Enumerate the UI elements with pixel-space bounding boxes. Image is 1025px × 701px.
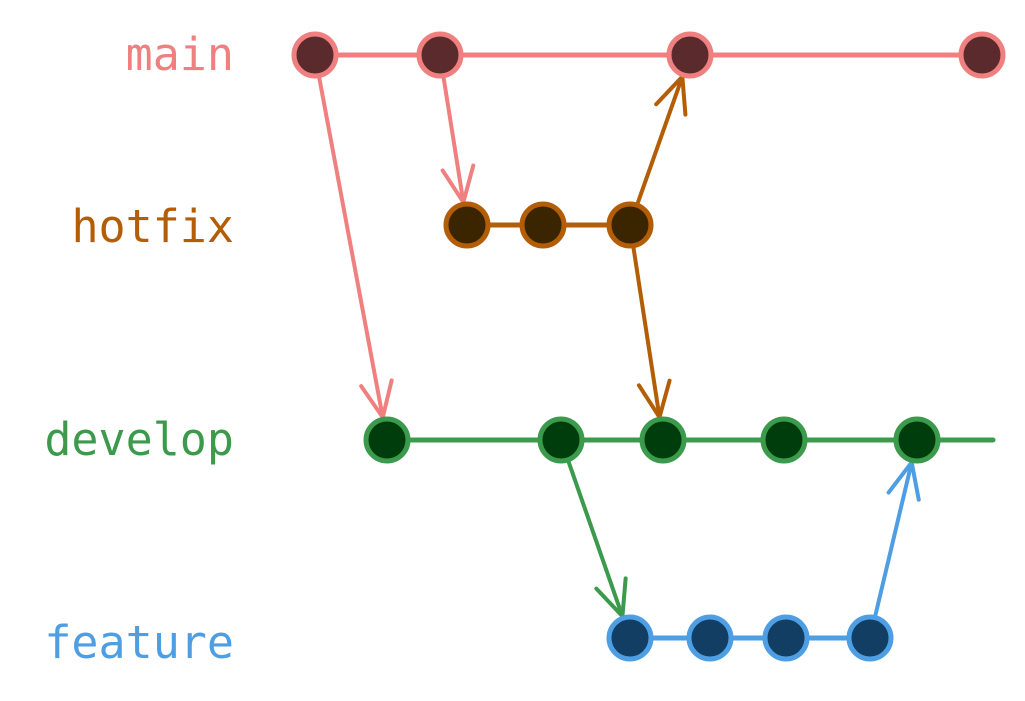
arrow-shaft xyxy=(565,457,625,619)
arrowhead xyxy=(380,378,394,420)
arrowhead xyxy=(909,460,921,502)
arrow-shaft xyxy=(631,243,662,420)
commit-nodes xyxy=(291,31,1006,662)
arrow-develop-to-feature xyxy=(565,457,628,619)
arrow-shaft xyxy=(316,73,385,420)
arrow-shaft xyxy=(872,460,914,620)
commit-node-main-3 xyxy=(666,31,714,79)
commit-node-develop-4 xyxy=(760,416,808,464)
branch-label-hotfix: hotfix xyxy=(71,200,234,253)
commit-node-hotfix-1 xyxy=(443,201,491,249)
commit-node-main-4 xyxy=(958,31,1006,79)
merge-arrows xyxy=(316,73,921,620)
commit-node-hotfix-3 xyxy=(606,201,654,249)
commit-node-feature-1 xyxy=(606,614,654,662)
branch-label-feature: feature xyxy=(44,616,234,669)
commit-node-feature-4 xyxy=(846,614,894,662)
arrowhead xyxy=(594,586,625,619)
arrow-hotfix-to-develop xyxy=(631,243,672,420)
arrowhead xyxy=(654,74,685,107)
commit-node-develop-1 xyxy=(363,416,411,464)
commit-node-develop-2 xyxy=(537,416,585,464)
commit-node-feature-2 xyxy=(686,614,734,662)
arrow-shaft xyxy=(634,74,685,208)
arrow-shaft xyxy=(441,73,466,205)
arrowhead xyxy=(620,576,628,619)
commit-node-feature-3 xyxy=(762,614,810,662)
commit-node-main-2 xyxy=(416,31,464,79)
arrow-main-to-hotfix xyxy=(440,73,476,205)
commit-node-develop-5 xyxy=(893,416,941,464)
arrowhead xyxy=(636,383,662,420)
arrowhead xyxy=(886,460,914,495)
arrowhead xyxy=(657,378,672,420)
arrow-main-to-develop xyxy=(316,73,394,420)
arrowhead xyxy=(359,384,385,420)
commit-node-main-1 xyxy=(291,31,339,79)
arrow-hotfix-to-main xyxy=(634,74,688,208)
arrowhead xyxy=(680,74,688,117)
commit-node-hotfix-2 xyxy=(519,201,567,249)
commit-node-develop-3 xyxy=(639,416,687,464)
branch-label-main: main xyxy=(126,28,234,81)
arrow-feature-to-develop xyxy=(872,460,921,620)
branch-label-develop: develop xyxy=(44,413,234,466)
arrowhead xyxy=(440,168,466,205)
arrowhead xyxy=(461,163,476,205)
